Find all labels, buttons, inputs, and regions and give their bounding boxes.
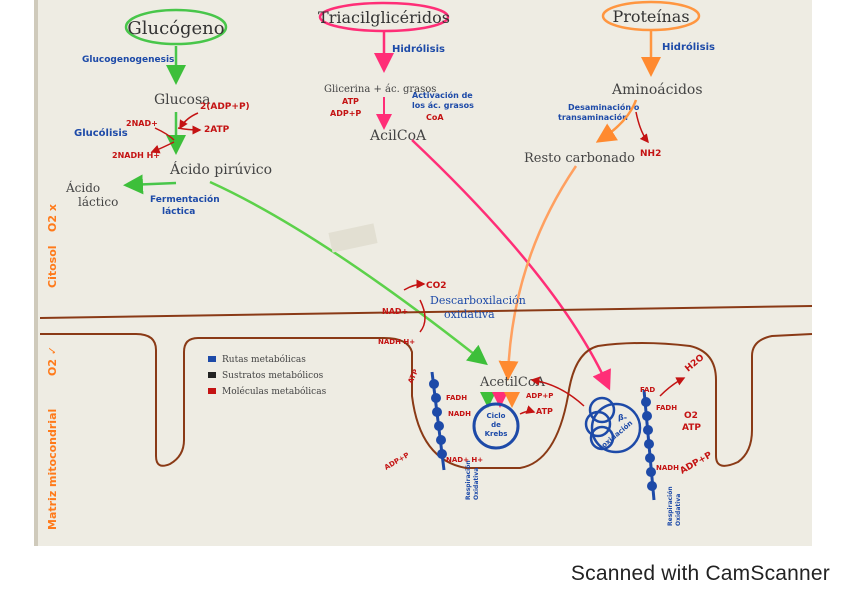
legend: Rutas metabólicas Sustratos metabólicos … <box>208 354 327 397</box>
h2o-label: H2O <box>684 353 707 375</box>
piruvico-to-acetilcoa-arrow <box>210 182 484 362</box>
desaminacion-label-1: Desaminación o <box>568 102 640 112</box>
nad-in-label: 2NAD+ <box>126 119 158 128</box>
resp-right-label-1: Respiración <box>667 486 674 526</box>
adp-right-label: ADP+P <box>679 450 715 476</box>
nadh-cytosol-label: NADH H+ <box>378 338 415 346</box>
glucogeno-heading: Glucógeno <box>126 10 226 44</box>
resp-left-label-1: Respiración <box>465 460 472 500</box>
atp-lipid-label: ATP <box>342 97 359 106</box>
h2o-arrow <box>660 378 684 396</box>
atp-glucolisis-label: 2ATP <box>204 125 230 135</box>
krebs-label-3: Krebs <box>485 430 508 438</box>
legend-swatch-rutas <box>208 356 216 362</box>
adp-arrow <box>180 113 198 128</box>
beta-label-1: β- <box>618 413 627 422</box>
o2-right-label: O2 <box>684 411 698 421</box>
adp-pi-label: 2(ADP+P) <box>200 102 250 112</box>
nadh-left-label: NADH <box>448 410 471 418</box>
co2-arrow <box>404 284 424 290</box>
atp-krebs-label: ATP <box>536 407 553 416</box>
glucolisis-label: Glucólisis <box>74 127 128 139</box>
legend-rutas-label: Rutas metabólicas <box>222 354 306 365</box>
etc-right-beads <box>641 397 657 491</box>
atp-right-label: ATP <box>682 423 701 433</box>
glucogenogenesis-label: Glucogenogenesis <box>82 55 174 65</box>
atp-arrow <box>178 128 200 130</box>
o2-x-label: O2 x <box>46 204 59 232</box>
metabolism-diagram: Glucógeno Triacilglicéridos Proteínas Gl… <box>0 0 848 546</box>
krebs-label-2: de <box>491 421 501 429</box>
trigliceridos-heading: Triacilglicéridos <box>318 3 450 31</box>
nad-arrow <box>155 128 174 140</box>
legend-moleculas-label: Moléculas metabólicas <box>222 386 327 397</box>
krebs-label-1: Ciclo <box>487 412 506 420</box>
matriz-label: Matriz mitocondrial <box>46 409 59 530</box>
acido-lactico-label-2: láctico <box>78 195 118 209</box>
adp-lipid-label: ADP+P <box>330 109 361 118</box>
fadh-right-label: FADH <box>656 404 677 412</box>
proteinas-label: Proteínas <box>612 7 689 26</box>
trigliceridos-label: Triacilglicéridos <box>318 8 450 27</box>
fad-right-label: FAD <box>640 386 655 394</box>
co2-label: CO2 <box>426 281 447 291</box>
legend-swatch-moleculas <box>208 388 216 394</box>
adp-krebs-label: ADP+P <box>526 392 553 400</box>
o2-check-label: O2 ✓ <box>46 346 59 376</box>
hidrolisis-protein-label: Hidrólisis <box>662 41 715 53</box>
resp-right-label-2: Oxidativa <box>675 494 682 526</box>
fermentacion-label-2: láctica <box>162 207 195 217</box>
aminoacidos-label: Aminoácidos <box>611 82 703 98</box>
atp-left-label: ATP <box>407 368 420 385</box>
nh2-arrow <box>636 112 648 142</box>
tape-mark <box>328 223 377 252</box>
acido-lactico-label-1: Ácido <box>65 180 100 195</box>
nadh-right-label: NADH <box>656 464 679 472</box>
resp-left-label-2: Oxidativa <box>473 468 480 500</box>
fadh-left-label: FADH <box>446 394 467 402</box>
nadh-arrow <box>152 142 174 152</box>
activacion-label-2: los ác. grasos <box>412 101 474 110</box>
desaminacion-label-2: transaminación <box>558 112 628 122</box>
descarbox-label-1: Descarboxilación <box>430 294 526 307</box>
descarbox-label-2: oxidativa <box>444 308 495 321</box>
piruvico-to-lactico-arrow <box>128 183 176 185</box>
resto-to-acetilcoa-arrow <box>508 166 576 376</box>
proteinas-heading: Proteínas <box>603 2 699 30</box>
citosol-label: Citosol <box>46 245 59 288</box>
adp-left-label: ADP+P <box>383 451 411 472</box>
acilcoa-label: AcilCoA <box>369 128 427 144</box>
nh2-label: NH2 <box>640 149 661 159</box>
hidrolisis-lipid-label: Hidrólisis <box>392 43 445 55</box>
legend-swatch-sustratos <box>208 372 216 378</box>
fermentacion-label-1: Fermentación <box>150 194 220 205</box>
inner-membrane <box>40 334 812 468</box>
glucogeno-label: Glucógeno <box>127 18 224 39</box>
camscanner-footer: Scanned with CamScanner <box>571 562 830 586</box>
legend-sustratos-label: Sustratos metabólicos <box>222 370 324 381</box>
resto-carbonado-label: Resto carbonado <box>524 151 635 166</box>
acido-piruvico-label: Ácido pirúvico <box>169 160 272 178</box>
activacion-label-1: Activación de <box>412 90 473 100</box>
acetilcoa-label: AcetilCoA <box>479 375 546 390</box>
nad-cytosol-label: NAD+ <box>382 307 408 316</box>
coa-label: CoA <box>426 113 444 122</box>
krebs-atp-arrow <box>520 411 534 414</box>
